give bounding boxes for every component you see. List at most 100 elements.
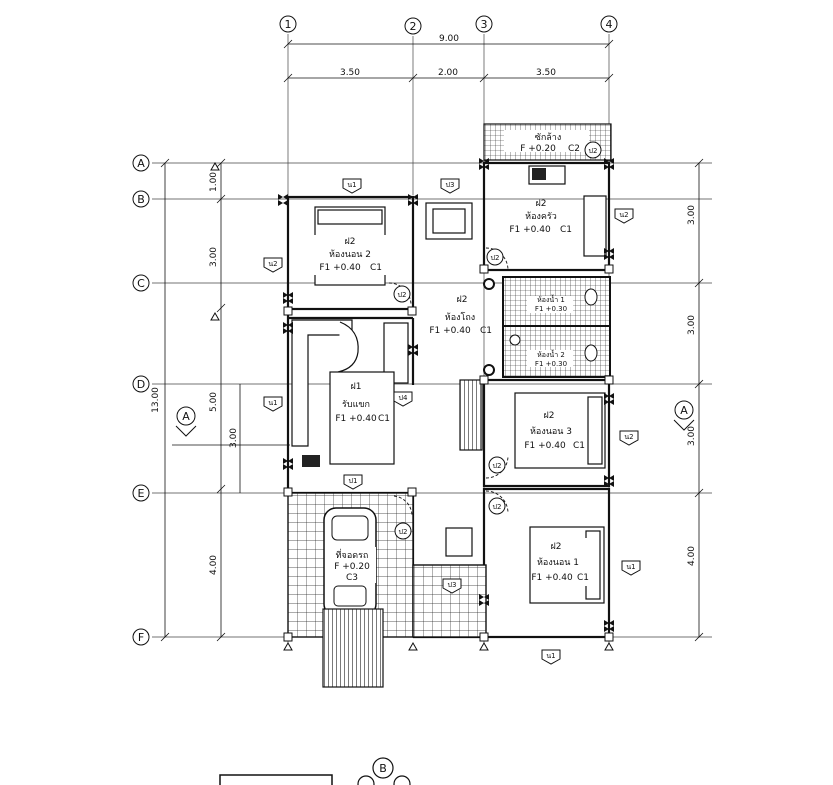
grid-bubbles-left: A B C D E F xyxy=(132,154,150,646)
guest-code: C1 xyxy=(378,414,390,424)
tag-door-d2-laundry: ป2 xyxy=(589,147,598,155)
sink-icon xyxy=(532,168,546,180)
section-mark-right: A xyxy=(673,400,695,431)
carport-code: C3 xyxy=(346,573,358,583)
section-a-right: A xyxy=(680,404,688,417)
left-dimensions xyxy=(160,158,241,642)
bath1-level: F1 +0.30 xyxy=(535,305,567,313)
bedroom2-floor: ฝ2 xyxy=(345,237,356,247)
grid-row-d: D xyxy=(137,378,145,391)
bath2-name: ห้องน้ำ 2 xyxy=(537,348,565,359)
grid-row-a: A xyxy=(137,157,145,170)
bedroom3-level: F1 +0.40 xyxy=(524,441,566,451)
dim-top-seg-3: 3.50 xyxy=(536,68,556,78)
tag-window-w1-top: น1 xyxy=(347,181,356,189)
bedroom1-code: C1 xyxy=(577,573,589,583)
tag-door-d2-carport: ป2 xyxy=(399,528,408,536)
toilet-1-icon xyxy=(584,288,598,306)
tag-door-d2-bed3: ป2 xyxy=(493,462,502,470)
tv-icon xyxy=(302,455,320,467)
carport-level: F +0.20 xyxy=(334,562,370,572)
dim-left-inner: 3.00 xyxy=(229,428,239,448)
kitchen-counter-icon xyxy=(583,195,607,257)
column-squares xyxy=(283,264,614,642)
bedroom2-code: C1 xyxy=(370,263,382,273)
bedroom1-floor: ฝ2 xyxy=(551,542,562,552)
room-labels: ฝ2 ห้องนอน 2 F1 +0.40 C1 ฝ2 ห้องครัว F1 … xyxy=(312,199,589,586)
grid-lines xyxy=(152,34,712,648)
title-box-fragment xyxy=(219,774,333,785)
bottom-marker: B xyxy=(357,757,411,785)
dim-left-seg-1: 1.00 xyxy=(209,172,219,192)
bedroom3-name: ห้องนอน 3 xyxy=(530,426,572,437)
top-dimensions xyxy=(283,39,614,83)
opening-tags: น1 ป3 น2 น1 ป1 ป2 ป2 ป2 ป2 ป2 ป2 น2 น2 น… xyxy=(263,141,641,665)
dim-right-seg-3: 3.00 xyxy=(687,426,697,446)
section-mark-left: A xyxy=(172,406,290,446)
hall-level: F1 +0.40 xyxy=(429,326,471,336)
bath2-level: F1 +0.30 xyxy=(535,360,567,368)
floor-drain-icon xyxy=(483,364,495,376)
grid-col-3: 3 xyxy=(481,18,488,31)
laundry-name: ซักล้าง xyxy=(535,132,562,143)
tag-door-d3-top: ป3 xyxy=(446,181,455,189)
guest-name: รับแขก xyxy=(342,400,370,410)
tag-door-d2-kitchen: ป2 xyxy=(491,254,500,262)
laundry-code: C2 xyxy=(568,144,580,154)
grid-row-e: E xyxy=(138,487,145,500)
kitchen-name: ห้องครัว xyxy=(525,211,557,222)
grid-row-f: F xyxy=(138,631,144,644)
tag-window-w1-left: น1 xyxy=(268,399,277,407)
carport-name: ที่จอดรถ xyxy=(336,548,369,561)
dim-left-seg-2: 3.00 xyxy=(209,247,219,267)
tag-door-d1-bottom: ป1 xyxy=(349,477,358,485)
tag-door-d4-guest: ป4 xyxy=(399,394,408,402)
dim-right-seg-4: 4.00 xyxy=(687,546,697,566)
dim-top-seg-2: 2.00 xyxy=(438,68,458,78)
grid-row-c: C xyxy=(137,277,145,290)
column-markers xyxy=(278,158,614,632)
tag-door-d2-bed2: ป2 xyxy=(398,291,407,299)
bath1-name: ห้องน้ำ 1 xyxy=(537,293,565,304)
grid-row-b: B xyxy=(137,193,145,206)
grid-col-2: 2 xyxy=(410,20,417,33)
hall-floor: ฝ2 xyxy=(457,295,468,305)
foundation-markers xyxy=(210,161,614,651)
dim-right-seg-1: 3.00 xyxy=(687,205,697,225)
tag-door-d3-carport: ป3 xyxy=(448,581,457,589)
basin-icon xyxy=(509,334,521,346)
laundry-level: F +0.20 xyxy=(520,144,556,154)
section-a-left: A xyxy=(182,410,190,423)
bedroom3-floor: ฝ2 xyxy=(544,411,555,421)
chair-icon xyxy=(445,527,473,557)
right-dimensions xyxy=(694,158,704,642)
bottom-mark-b: B xyxy=(379,762,387,775)
driveway xyxy=(322,608,384,688)
hall-name: ห้องโถง xyxy=(445,312,475,323)
guest-level: F1 +0.40 xyxy=(335,414,377,424)
tag-window-w2-kitchen: น2 xyxy=(619,211,628,219)
grid-bubbles-top: 1 2 3 4 xyxy=(279,15,618,35)
hall-code: C1 xyxy=(480,326,492,336)
tag-window-w2-bed3: น2 xyxy=(624,433,633,441)
bedroom2-level: F1 +0.40 xyxy=(319,263,361,273)
entrance-steps xyxy=(459,379,483,451)
kitchen-floor: ฝ2 xyxy=(536,199,547,209)
tag-window-w1-bottom: น1 xyxy=(546,652,555,660)
bedroom3-code: C1 xyxy=(573,441,585,451)
bedroom1-name: ห้องนอน 1 xyxy=(537,557,579,568)
dim-top-total: 9.00 xyxy=(439,34,459,44)
bedroom2-name: ห้องนอน 2 xyxy=(329,249,371,260)
dim-left-seg-3: 5.00 xyxy=(209,392,219,412)
tag-window-w2-left: น2 xyxy=(268,260,277,268)
floor-drain-icon xyxy=(483,278,495,290)
toilet-2-icon xyxy=(584,344,598,362)
grid-col-1: 1 xyxy=(285,18,292,31)
tag-door-d2-bed1: ป2 xyxy=(493,503,502,511)
guest-floor: ฝ1 xyxy=(351,382,362,392)
kitchen-level: F1 +0.40 xyxy=(509,225,551,235)
dim-top-seg-1: 3.50 xyxy=(340,68,360,78)
dim-left-seg-4: 4.00 xyxy=(209,555,219,575)
dim-right-seg-2: 3.00 xyxy=(687,315,697,335)
